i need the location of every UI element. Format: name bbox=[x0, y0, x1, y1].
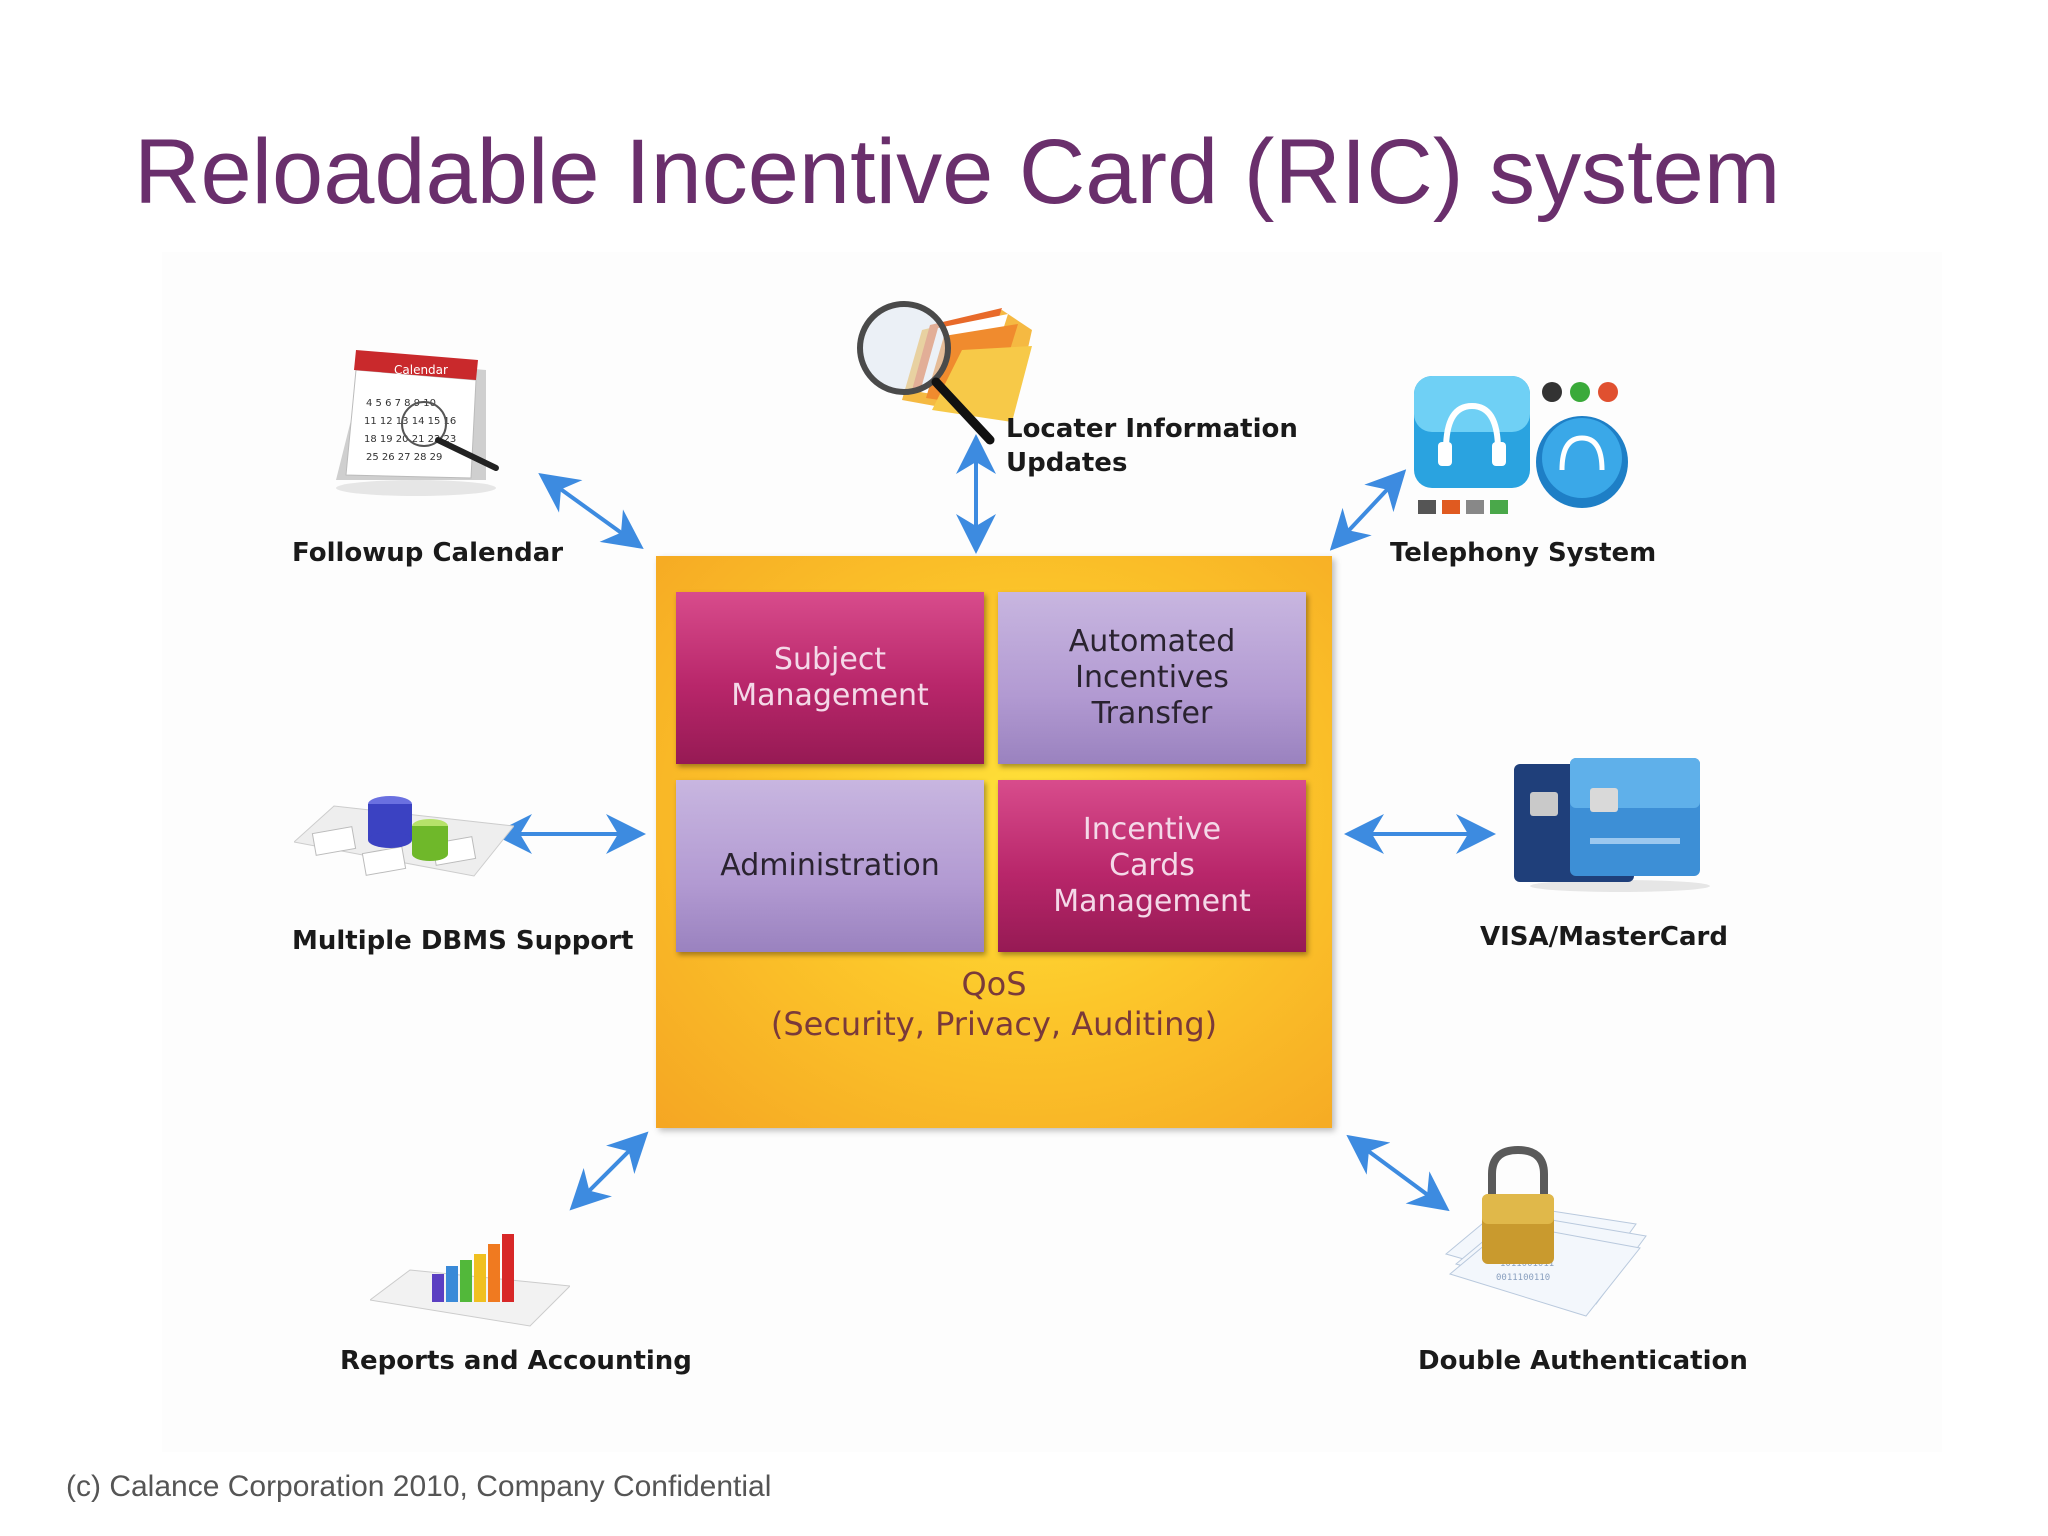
tile-administration: Administration bbox=[676, 780, 984, 952]
arrow-calendar bbox=[538, 472, 644, 550]
calendar-header-text: Calendar bbox=[394, 363, 448, 377]
label-locater-line1: Locater Information bbox=[1006, 414, 1298, 444]
label-reports-and-accounting: Reports and Accounting bbox=[340, 1346, 692, 1376]
calendar-icon: Calendar 4 5 6 7 8 9 10 11 12 13 14 15 1… bbox=[336, 350, 499, 496]
arrow-auth bbox=[1346, 1134, 1450, 1212]
bar-chart-icon bbox=[370, 1234, 570, 1327]
svg-text:18 19 20 21 22 23: 18 19 20 21 22 23 bbox=[364, 434, 456, 445]
folder-magnifier-icon bbox=[857, 301, 1032, 445]
label-multiple-dbms-support: Multiple DBMS Support bbox=[292, 926, 634, 956]
svg-text:0011100110: 0011100110 bbox=[1496, 1273, 1550, 1283]
tile-subject-management: Subject Management bbox=[676, 592, 984, 764]
svg-text:11 12 13 14 15 16: 11 12 13 14 15 16 bbox=[364, 416, 456, 427]
arrow-reports bbox=[569, 1131, 649, 1211]
credit-card-icon bbox=[1514, 758, 1710, 892]
qos-caption: QoS (Security, Privacy, Auditing) bbox=[656, 964, 1332, 1044]
arrow-telephony bbox=[1329, 469, 1407, 551]
tile-automated-incentives-transfer: Automated Incentives Transfer bbox=[998, 592, 1306, 764]
svg-text:25 26 27 28 29: 25 26 27 28 29 bbox=[366, 452, 442, 463]
label-locater-line2: Updates bbox=[1006, 448, 1128, 478]
qos-detail: (Security, Privacy, Auditing) bbox=[770, 1005, 1218, 1043]
slide-title: Reloadable Incentive Card (RIC) system bbox=[134, 121, 1781, 223]
qos-title: QoS bbox=[961, 965, 1027, 1003]
slide-footer: (c) Calance Corporation 2010, Company Co… bbox=[66, 1470, 772, 1503]
telephony-headset-icon bbox=[1414, 376, 1628, 514]
database-icon bbox=[294, 796, 514, 877]
label-followup-calendar: Followup Calendar bbox=[292, 538, 564, 568]
label-telephony-system: Telephony System bbox=[1390, 538, 1657, 568]
tile-incentive-cards-management: Incentive Cards Management bbox=[998, 780, 1306, 952]
padlock-icon: 0110010110 1011001011 0011100110 bbox=[1444, 1145, 1647, 1317]
ric-core-block: Subject Management Automated Incentives … bbox=[656, 556, 1332, 1128]
label-visa-mastercard: VISA/MasterCard bbox=[1480, 922, 1728, 952]
svg-text:4 5 6 7 8 9 10: 4 5 6 7 8 9 10 bbox=[366, 398, 436, 409]
label-double-authentication: Double Authentication bbox=[1418, 1346, 1748, 1376]
